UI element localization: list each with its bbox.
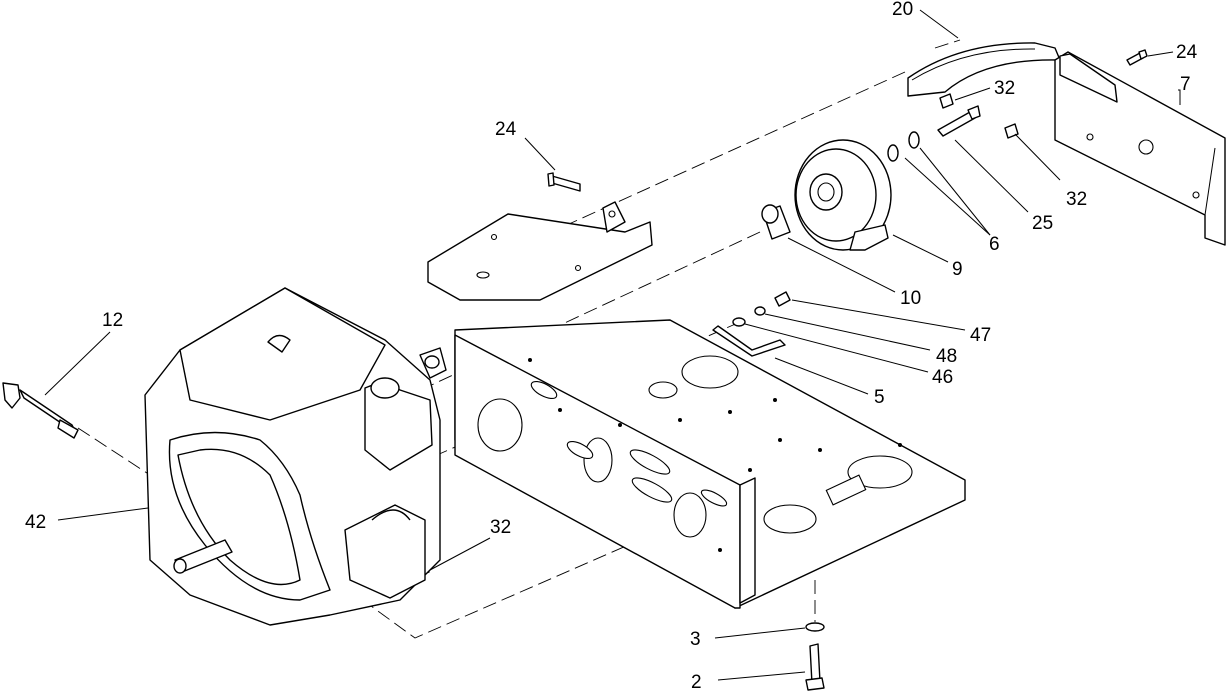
callout-12: 12 <box>102 310 123 331</box>
callout-24-left: 24 <box>495 119 517 140</box>
engine-mount-plate <box>427 201 653 301</box>
callout-labels: 20 24 7 32 32 25 6 9 24 10 47 48 46 5 12… <box>25 0 1198 693</box>
callout-5: 5 <box>874 387 885 408</box>
callout-32-engine: 32 <box>490 517 511 538</box>
callout-48: 48 <box>936 346 957 367</box>
part-20-belt-guide <box>907 42 1061 97</box>
part-7-bracket <box>1054 51 1226 246</box>
callout-47: 47 <box>970 325 991 346</box>
frame-chassis <box>454 319 966 609</box>
callout-6: 6 <box>989 234 1000 255</box>
callout-2: 2 <box>691 672 702 693</box>
callout-7: 7 <box>1180 74 1191 95</box>
callout-24-top: 24 <box>1176 42 1198 63</box>
part-12-fitting <box>2 382 79 439</box>
callout-32-bracket: 32 <box>1066 189 1087 210</box>
callout-10: 10 <box>900 288 921 309</box>
callout-46: 46 <box>932 367 953 388</box>
part-42-engine <box>144 287 447 626</box>
callout-25: 25 <box>1032 213 1053 234</box>
part-9-pto-clutch <box>794 131 920 251</box>
callout-3: 3 <box>690 629 701 650</box>
callout-32-top: 32 <box>994 78 1015 99</box>
callout-42: 42 <box>25 512 46 533</box>
part-5-clip <box>712 325 786 357</box>
callout-9: 9 <box>952 259 963 280</box>
callout-20: 20 <box>892 0 913 20</box>
part-10-spacer <box>761 204 791 240</box>
parts-2-3-washer-bolt <box>805 622 825 691</box>
leader-lines <box>44 9 1181 681</box>
parts-46-47-48 <box>732 291 791 327</box>
